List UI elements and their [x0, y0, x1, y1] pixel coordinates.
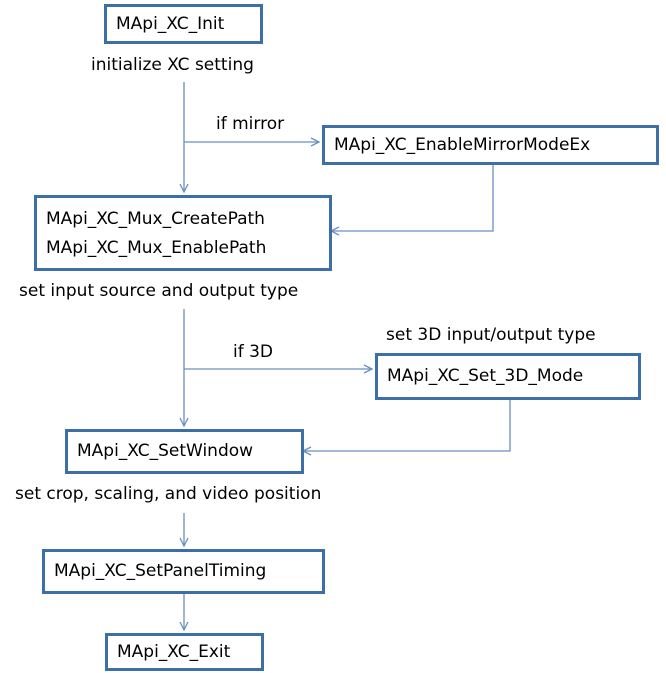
setwindow-box-label: MApi_XC_SetWindow	[77, 441, 254, 461]
set3d-description: set 3D input/output type	[386, 325, 596, 345]
set3d-box-label: MApi_XC_Set_3D_Mode	[387, 366, 584, 386]
mux-create-label: MApi_XC_Mux_CreatePath	[46, 209, 265, 229]
init-box-label: MApi_XC_Init	[116, 14, 225, 34]
init-description: initialize XC setting	[91, 55, 254, 75]
mirror-box-label: MApi_XC_EnableMirrorModeEx	[334, 135, 591, 155]
if-mirror-label: if mirror	[216, 114, 285, 134]
set3d-box: MApi_XC_Set_3D_Mode	[375, 353, 641, 400]
exit-box: MApi_XC_Exit	[105, 633, 264, 671]
if-3d-label: if 3D	[233, 342, 274, 362]
init-box: MApi_XC_Init	[104, 4, 263, 44]
mux-description: set input source and output type	[19, 281, 299, 301]
exit-box-label: MApi_XC_Exit	[117, 642, 231, 662]
paneltiming-box-label: MApi_XC_SetPanelTiming	[54, 561, 267, 581]
mux-box: MApi_XC_Mux_CreatePath MApi_XC_Mux_Enabl…	[34, 195, 332, 271]
setwindow-description: set crop, scaling, and video position	[15, 484, 322, 504]
mirror-box: MApi_XC_EnableMirrorModeEx	[322, 125, 659, 165]
mux-enable-label: MApi_XC_Mux_EnablePath	[46, 238, 267, 258]
arrow-set3d-to-setwindow	[303, 400, 511, 451]
arrow-mirror-to-mux	[331, 165, 494, 231]
setwindow-box: MApi_XC_SetWindow	[65, 429, 304, 474]
paneltiming-box: MApi_XC_SetPanelTiming	[42, 549, 325, 594]
